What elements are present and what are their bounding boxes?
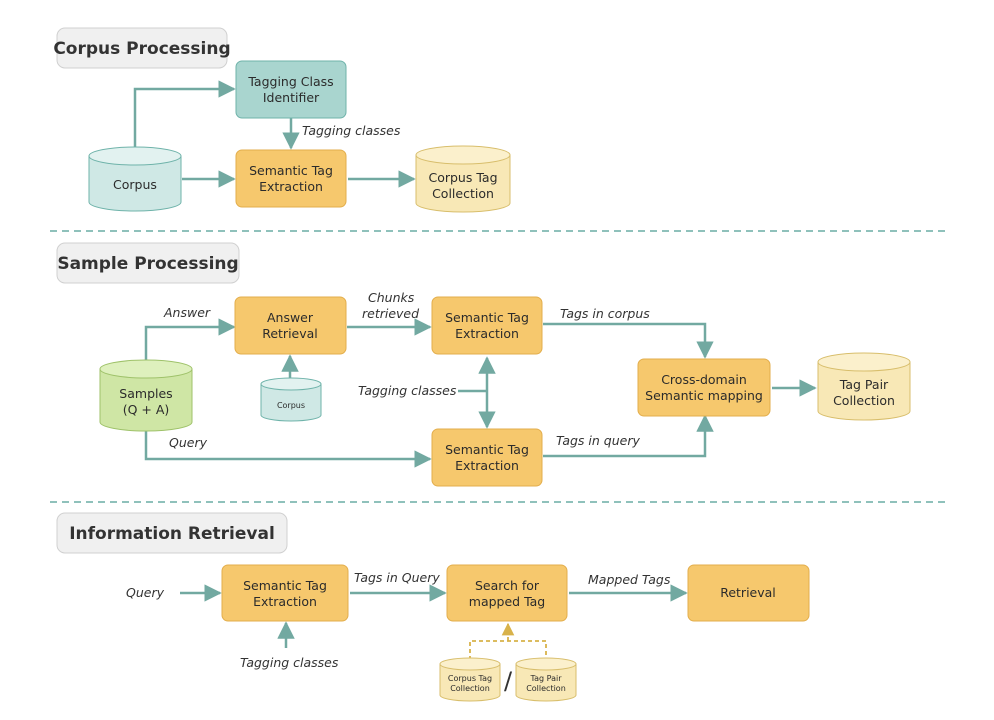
svg-text:Extraction: Extraction	[253, 594, 317, 609]
label-query-retrieval: Query	[126, 585, 165, 600]
label-retrieved: retrieved	[362, 306, 419, 321]
svg-text:Corpus Tag: Corpus Tag	[428, 170, 497, 185]
svg-text:Collection: Collection	[432, 186, 494, 201]
edge-collections-bracket	[469, 640, 547, 660]
label-tags-in-query: Tags in query	[556, 433, 640, 448]
svg-text:Collection: Collection	[450, 684, 490, 693]
node-semantic-tag-extraction: Semantic Tag Extraction	[235, 149, 347, 208]
section-header-sample: Sample Processing	[56, 242, 240, 284]
svg-text:Semantic Tag: Semantic Tag	[249, 163, 333, 178]
svg-text:Cross-domain: Cross-domain	[661, 372, 747, 387]
label-mapped-tags: Mapped Tags	[588, 572, 671, 587]
svg-text:Collection: Collection	[833, 393, 895, 408]
label-tagging-classes-sample: Tagging classes	[358, 383, 457, 398]
svg-text:Semantic Tag: Semantic Tag	[445, 310, 529, 325]
node-search-for-mapped-tag: Search for mapped Tag	[446, 564, 568, 622]
node-answer-retrieval: Answer Retrieval	[234, 296, 347, 355]
section-header-retrieval: Information Retrieval	[56, 512, 288, 554]
label-answer: Answer	[163, 305, 211, 320]
edge-samples-to-answer-retrieval	[144, 318, 236, 363]
edge-tags-in-query	[543, 414, 714, 458]
node-semantic-tag-extraction-bottom: Semantic Tag Extraction	[431, 428, 543, 487]
label-tagging-classes-retrieval: Tagging classes	[240, 655, 339, 670]
label-tagging-classes: Tagging classes	[302, 123, 401, 138]
section-title-corpus: Corpus Processing	[53, 39, 230, 59]
node-semantic-tag-extraction-top: Semantic Tag Extraction	[431, 296, 543, 355]
node-semantic-tag-extraction-retrieval: Semantic Tag Extraction	[221, 564, 349, 622]
svg-text:Retrieval: Retrieval	[262, 326, 318, 341]
svg-text:Collection: Collection	[526, 684, 566, 693]
svg-text:mapped Tag: mapped Tag	[469, 594, 545, 609]
svg-text:Semantic Tag: Semantic Tag	[445, 442, 529, 457]
node-tag-pair-collection: Tag Pair Collection	[817, 352, 911, 421]
svg-text:Tag Pair: Tag Pair	[839, 377, 889, 392]
section-title-sample: Sample Processing	[57, 254, 238, 274]
svg-text:Extraction: Extraction	[259, 179, 323, 194]
svg-text:(Q + A): (Q + A)	[123, 402, 170, 417]
node-tag-pair-collection-small: Tag Pair Collection	[515, 657, 577, 702]
node-corpus-cylinder: Corpus	[88, 146, 182, 212]
label-tags-in-corpus: Tags in corpus	[560, 306, 650, 321]
svg-text:Samples: Samples	[119, 386, 172, 401]
svg-text:Tagging Class: Tagging Class	[247, 74, 333, 89]
slash-separator: /	[504, 667, 513, 695]
node-cross-domain-mapping: Cross-domain Semantic mapping	[637, 358, 771, 417]
svg-text:Semantic Tag: Semantic Tag	[243, 578, 327, 593]
svg-text:Identifier: Identifier	[263, 90, 320, 105]
svg-text:Retrieval: Retrieval	[720, 585, 776, 600]
svg-text:Search for: Search for	[475, 578, 540, 593]
svg-text:Extraction: Extraction	[455, 458, 519, 473]
edge-corpus-to-identifier	[133, 80, 236, 148]
node-corpus-tag-collection: Corpus Tag Collection	[415, 145, 511, 213]
node-tagging-class-identifier: Tagging Class Identifier	[235, 60, 347, 119]
section-title-retrieval: Information Retrieval	[69, 524, 275, 544]
label-tags-in-query-retrieval: Tags in Query	[354, 570, 440, 585]
node-corpus-small-cylinder: Corpus	[260, 377, 322, 422]
edge-tags-in-corpus	[543, 322, 714, 359]
svg-text:Corpus: Corpus	[277, 401, 305, 410]
label-chunks: Chunks	[368, 290, 415, 305]
section-header-corpus: Corpus Processing	[53, 27, 231, 69]
svg-text:Answer: Answer	[267, 310, 314, 325]
node-samples-cylinder: Samples (Q + A)	[99, 359, 193, 432]
svg-text:Corpus Tag: Corpus Tag	[448, 674, 492, 683]
edge-samples-to-extraction-query	[144, 428, 432, 468]
svg-text:Semantic mapping: Semantic mapping	[645, 388, 763, 403]
node-corpus-tag-collection-small: Corpus Tag Collection	[439, 657, 501, 702]
node-retrieval: Retrieval	[687, 564, 810, 622]
svg-text:Corpus: Corpus	[113, 177, 157, 192]
label-query-sample: Query	[169, 435, 208, 450]
svg-text:Extraction: Extraction	[455, 326, 519, 341]
svg-text:Tag Pair: Tag Pair	[530, 674, 563, 683]
